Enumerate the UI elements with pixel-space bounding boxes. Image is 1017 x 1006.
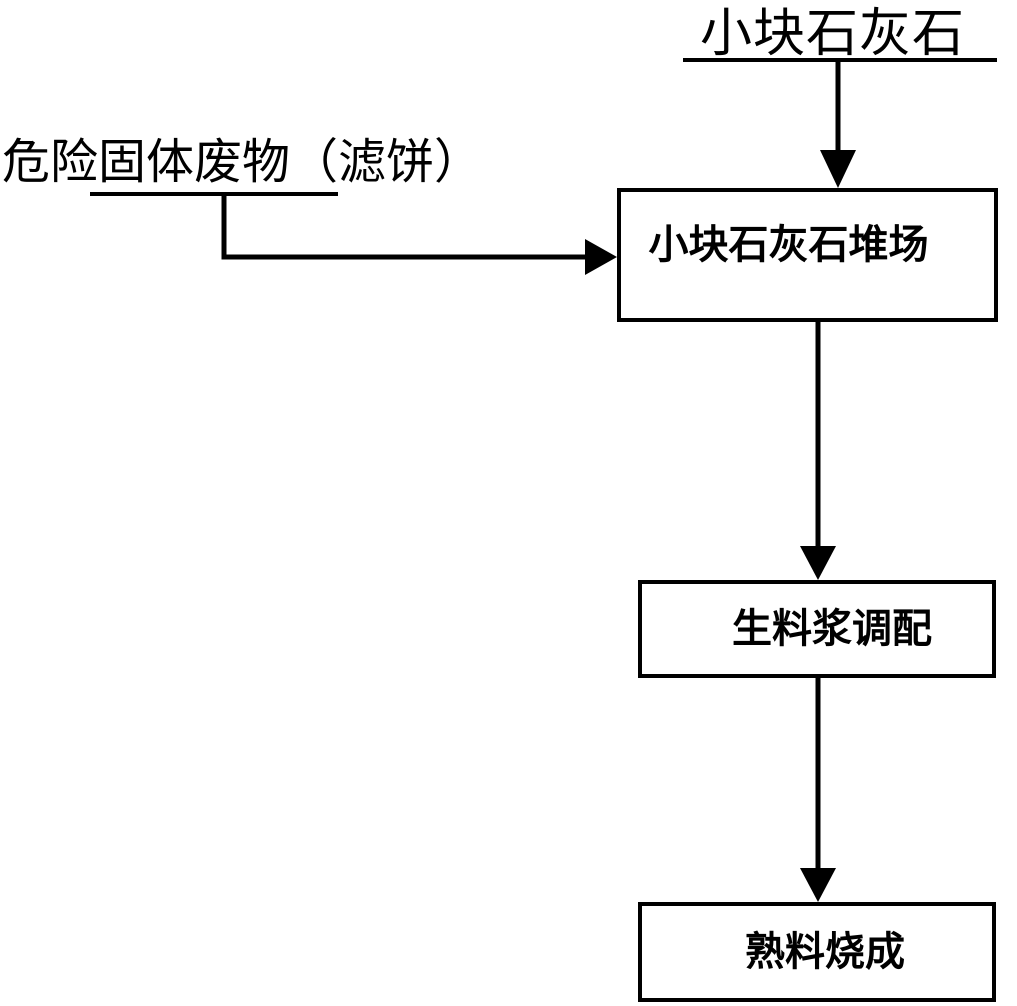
arrowhead-stockyard-to-slurry bbox=[800, 546, 836, 580]
arrow-waste-to-stockyard bbox=[221, 194, 585, 260]
clinker-burning-step-box: 熟料烧成 bbox=[638, 902, 996, 1002]
arrowhead-waste-to-stockyard bbox=[585, 239, 617, 275]
arrowhead-limestone-to-stockyard bbox=[820, 150, 856, 188]
hazardous-waste-input-label: 危险固体废物（滤饼） bbox=[2, 134, 483, 190]
slurry-blending-step-box: 生料浆调配 bbox=[638, 580, 996, 678]
small-limestone-input-label: 小块石灰石 bbox=[700, 4, 966, 64]
arrowhead-slurry-to-clinker bbox=[800, 868, 836, 902]
stockyard-step-label: 小块石灰石堆场 bbox=[648, 222, 929, 268]
clinker-burning-step-label: 熟料烧成 bbox=[745, 929, 905, 975]
slurry-blending-step-label: 生料浆调配 bbox=[732, 606, 932, 652]
stockyard-step-box: 小块石灰石堆场 bbox=[617, 188, 998, 322]
